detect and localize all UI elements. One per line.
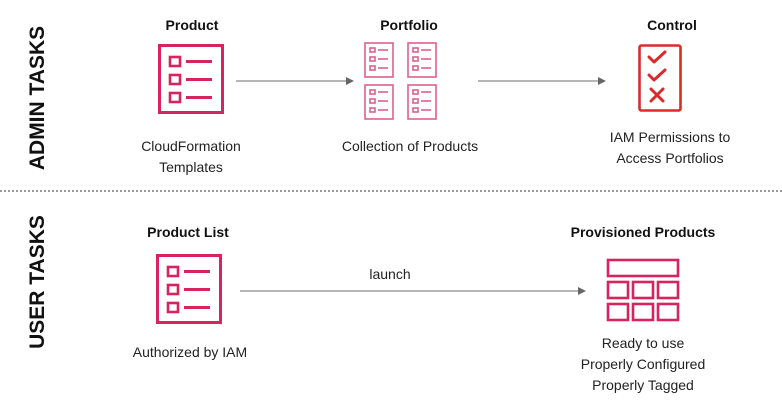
- arrow-portfolio-to-control: [478, 77, 606, 85]
- portfolio-icon: [364, 42, 437, 120]
- arrow-product-to-portfolio: [236, 77, 354, 85]
- product-title: Product: [165, 17, 219, 33]
- admin-tasks-label: ADMIN TASKS: [26, 25, 49, 171]
- portfolio-caption: Collection of Products: [341, 138, 479, 154]
- product-caption-line2: Templates: [159, 159, 223, 175]
- provisioned-caption-line3: Properly Tagged: [592, 377, 694, 393]
- user-tasks-label: USER TASKS: [26, 215, 49, 349]
- product-list-user-icon: [156, 254, 222, 324]
- product-caption: CloudFormation Templates: [110, 136, 272, 178]
- product-list-caption: Authorized by IAM: [132, 344, 248, 360]
- provisioned-products-icon: [606, 258, 680, 322]
- launch-label: launch: [369, 266, 411, 282]
- product-caption-line1: CloudFormation: [141, 138, 241, 154]
- product-list-title: Product List: [147, 224, 229, 240]
- section-divider: [0, 190, 782, 192]
- provisioned-caption-line2: Properly Configured: [580, 356, 706, 372]
- checklist-icon: [638, 44, 682, 112]
- arrow-launch: [240, 287, 586, 295]
- product-list-icon: [158, 44, 224, 114]
- provisioned-caption-line1: Ready to use: [601, 335, 685, 351]
- control-caption-line1: IAM Permissions to: [609, 129, 731, 145]
- control-title: Control: [647, 17, 697, 33]
- portfolio-title: Portfolio: [380, 17, 438, 33]
- provisioned-products-title: Provisioned Products: [570, 224, 716, 240]
- control-caption-line2: Access Portfolios: [616, 150, 724, 166]
- control-caption: IAM Permissions to Access Portfolios: [580, 127, 760, 169]
- provisioned-products-caption: Ready to use Properly Configured Properl…: [548, 333, 738, 396]
